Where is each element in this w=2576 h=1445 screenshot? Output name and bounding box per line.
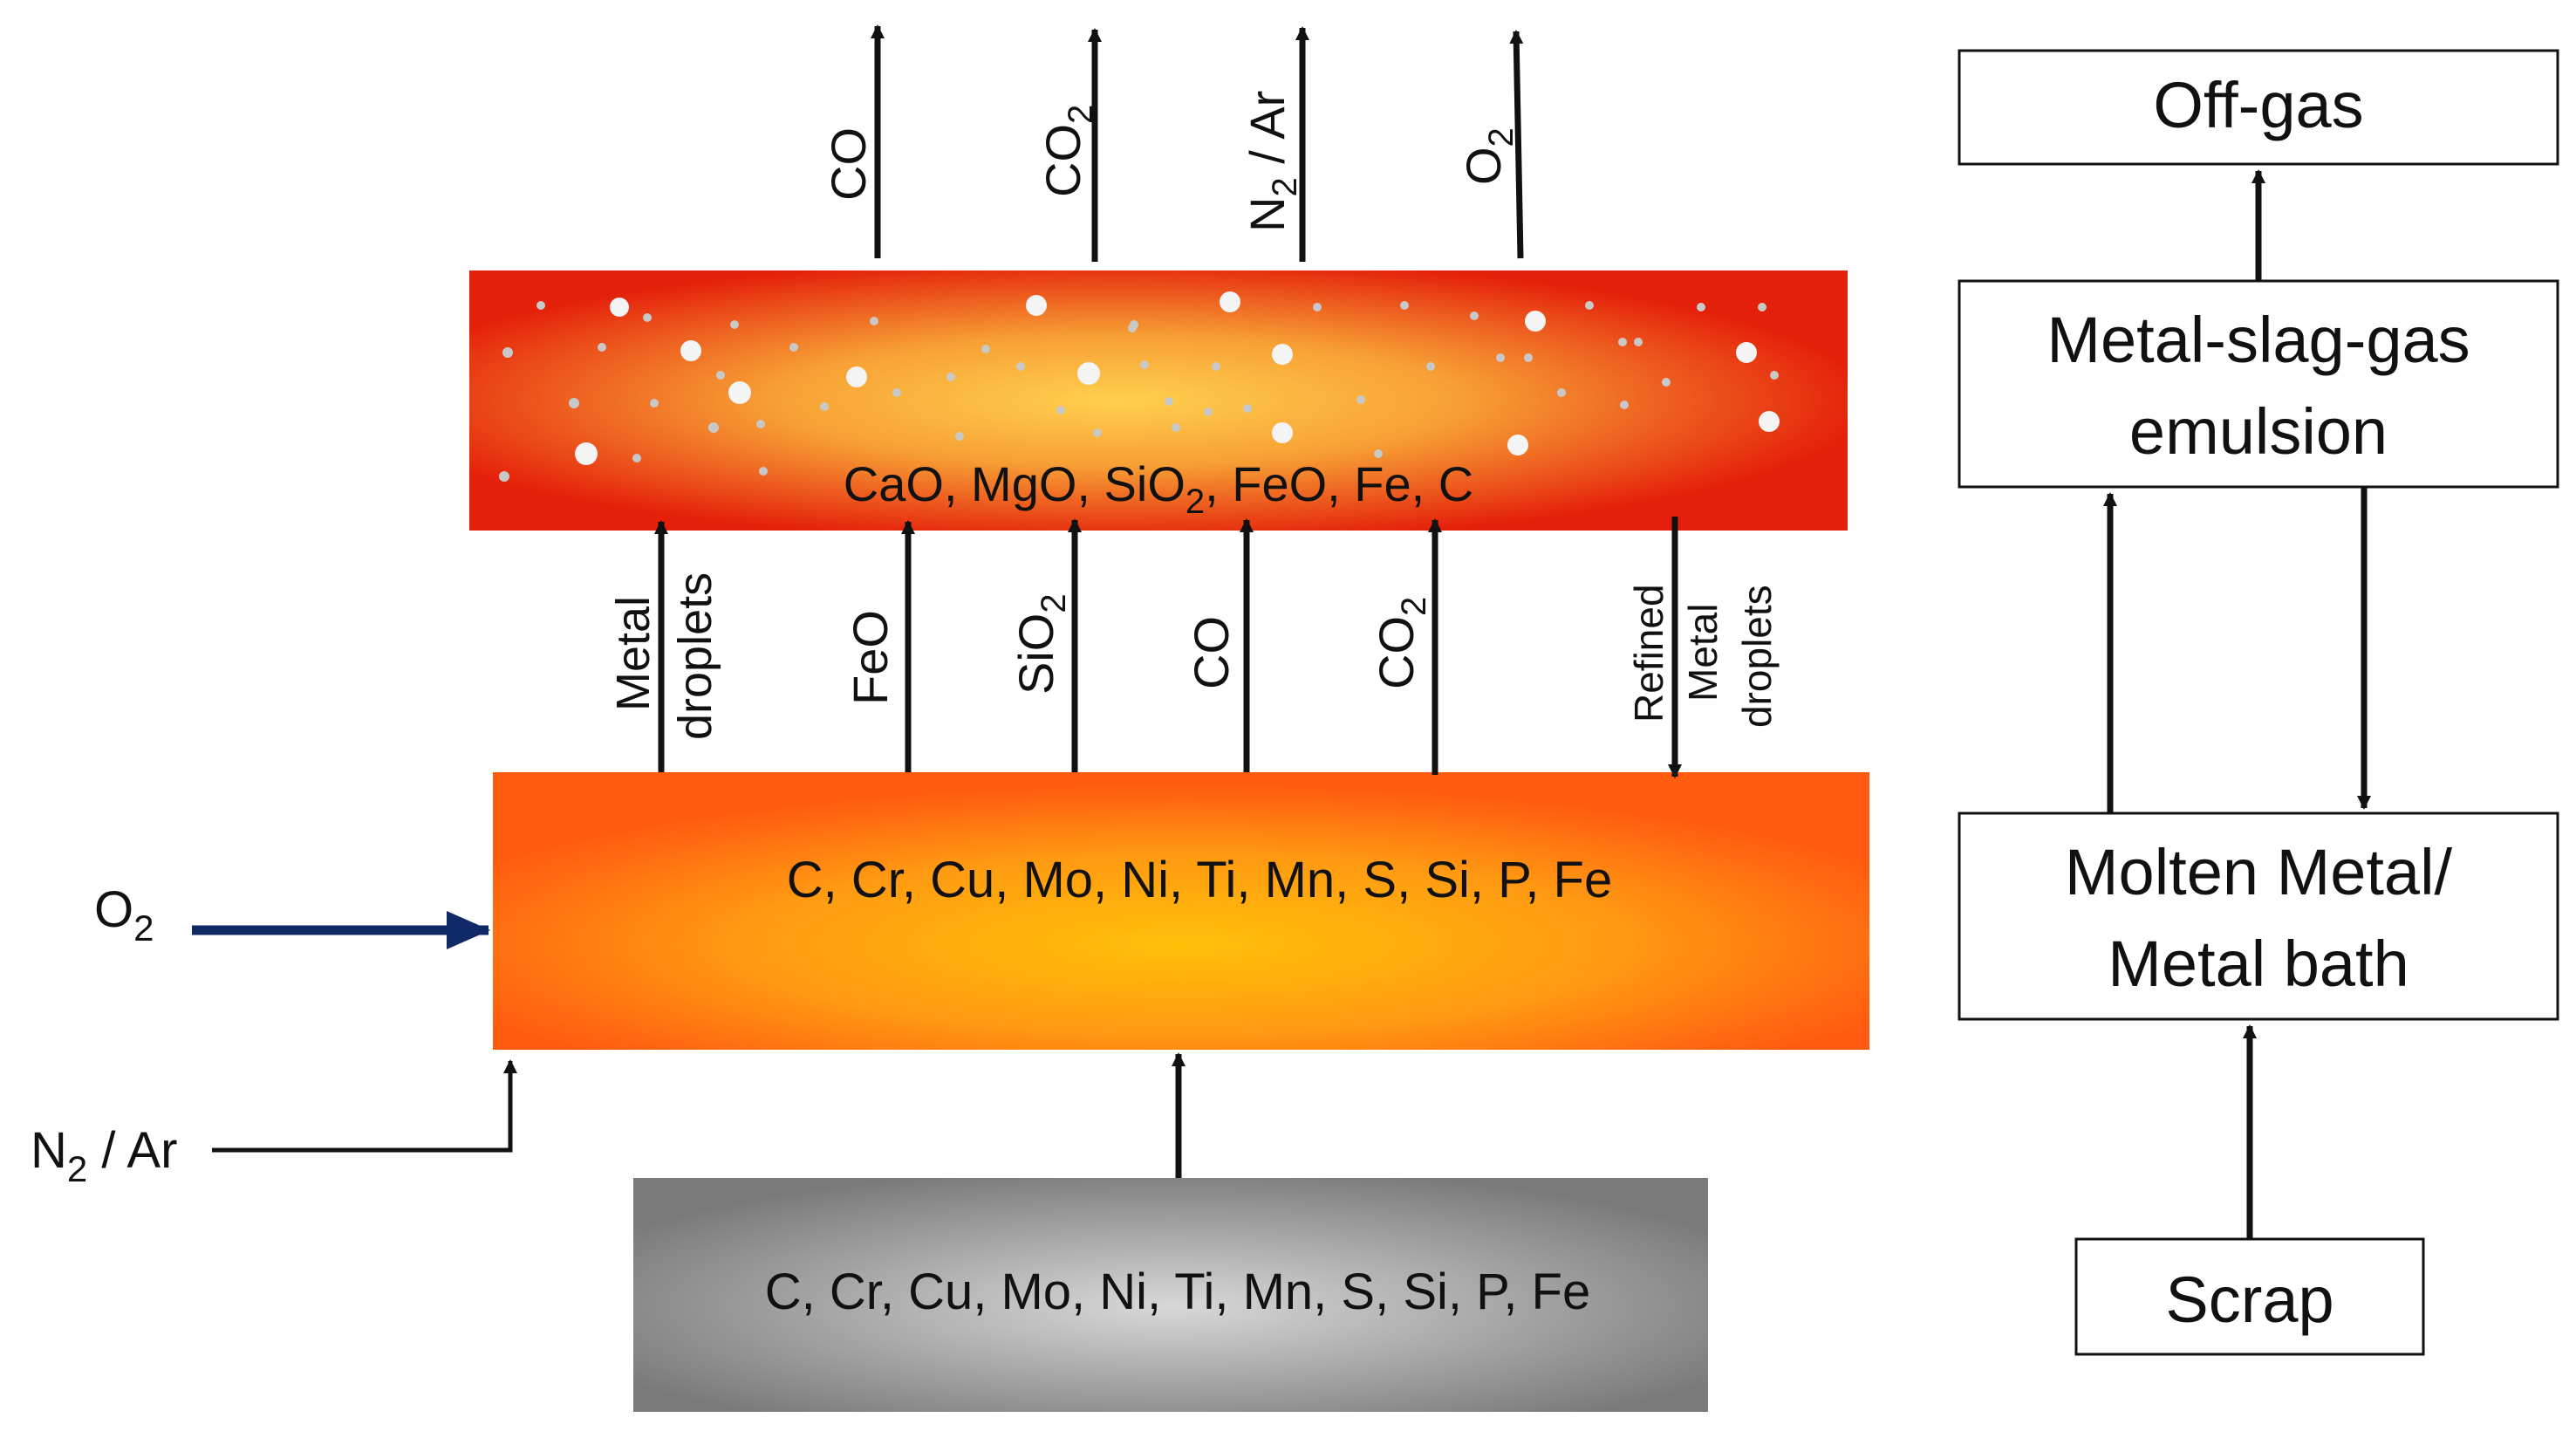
gas-bubble	[1056, 406, 1065, 414]
flow-scrap-label: Scrap	[2165, 1264, 2333, 1336]
gas-bubble	[499, 471, 509, 482]
gas-bubble	[1507, 435, 1528, 455]
transfer-refined-label-line3: droplets	[1734, 585, 1780, 728]
gas-bubble	[716, 371, 725, 380]
transfer-metal-label-line2: droplets	[669, 572, 721, 740]
gas-bubble	[946, 373, 955, 381]
gas-bubble	[575, 442, 598, 465]
flow-bath-box	[1958, 812, 2559, 1021]
gas-bubble	[502, 347, 513, 358]
stirring-gas-arrow	[212, 1059, 517, 1153]
gas-bubble	[1204, 407, 1213, 416]
gas-bubble	[1620, 401, 1629, 409]
gas-bubble	[708, 422, 719, 433]
gas-bubble	[1758, 303, 1766, 312]
gas-bubble	[1356, 395, 1365, 404]
transfer-co-label: CO	[1184, 616, 1239, 689]
gas-bubble	[789, 343, 798, 352]
gas-bubble	[1585, 301, 1594, 310]
flow-emulsion-label-line1: Metal-slag-gas	[2046, 304, 2470, 376]
offgas-co2-label: CO2	[1035, 105, 1100, 197]
gas-bubble	[1016, 362, 1025, 371]
gas-bubble	[1220, 291, 1240, 312]
gas-bubble	[759, 467, 768, 476]
gas-bubble	[981, 345, 990, 353]
scrap-composition-label: C, Cr, Cu, Mo, Ni, Ti, Mn, S, Si, P, Fe	[765, 1264, 1591, 1320]
offgas-co-label: CO	[821, 127, 876, 201]
gas-bubble	[1557, 388, 1566, 397]
gas-bubble	[730, 320, 739, 329]
slag-emulsion-layer	[469, 271, 1848, 531]
flow-emulsion-label-line2: emulsion	[2129, 395, 2388, 468]
flow-bath-label-line2: Metal bath	[2108, 928, 2409, 1000]
gas-bubble	[1525, 311, 1546, 332]
gas-bubble	[1697, 303, 1705, 312]
stirring-gas-label: N2 / Ar	[31, 1122, 177, 1189]
gas-bubble	[1374, 449, 1383, 458]
gas-bubble	[1172, 423, 1180, 432]
gas-bubble	[1759, 411, 1780, 432]
gas-bubble	[1077, 362, 1100, 385]
gas-bubble	[1524, 353, 1533, 362]
gas-bubble	[1496, 353, 1505, 362]
flow-bath-label-line1: Molten Metal/	[2065, 836, 2453, 908]
gas-bubble	[1736, 342, 1757, 363]
gas-bubble	[536, 301, 545, 310]
gas-bubble	[1634, 338, 1643, 346]
gas-bubble	[610, 298, 629, 317]
gas-bubble	[1400, 301, 1409, 310]
flow-emulsion-box	[1958, 279, 2559, 489]
bath-composition-label: C, Cr, Cu, Mo, Ni, Ti, Mn, S, Si, P, Fe	[787, 852, 1613, 908]
gas-bubble	[756, 420, 765, 428]
transfer-feo-label: FeO	[843, 610, 898, 705]
offgas-o2-arrow	[1509, 30, 1524, 259]
gas-bubble	[680, 340, 701, 361]
gas-bubble	[1243, 404, 1252, 413]
offgas-n2-ar-label: N2 / Ar	[1240, 91, 1304, 232]
transfer-refined-label-line1: Refined	[1626, 584, 1671, 722]
gas-bubble	[1272, 422, 1293, 443]
transfer-sio2-label: SiO2	[1008, 593, 1073, 695]
gas-bubble	[1662, 378, 1671, 387]
gas-bubble	[1426, 362, 1435, 371]
gas-bubble	[892, 388, 901, 397]
gas-bubble	[1093, 428, 1102, 437]
gas-bubble	[1212, 362, 1220, 371]
flow-offgas-box	[1958, 49, 2559, 166]
gas-bubble	[1165, 397, 1173, 406]
gas-bubble	[643, 313, 652, 322]
transfer-co2-label: CO2	[1369, 597, 1433, 689]
gas-bubble	[820, 402, 829, 411]
flow-scrap-box	[2074, 1237, 2425, 1356]
gas-bubble	[1026, 295, 1047, 316]
gas-bubble	[1140, 360, 1149, 369]
gas-bubble	[870, 317, 878, 325]
offgas-o2-label: O2	[1456, 127, 1520, 185]
gas-bubble	[1272, 344, 1293, 365]
scrap-layer	[633, 1178, 1708, 1412]
flow-offgas-label: Off-gas	[2153, 69, 2363, 141]
gas-bubble	[1770, 371, 1779, 380]
oxygen-input-label: O2	[94, 881, 154, 948]
gas-bubble	[846, 366, 867, 387]
gas-bubble	[1618, 338, 1627, 346]
gas-bubble	[728, 381, 751, 404]
gas-bubble	[1313, 303, 1322, 312]
gas-bubbles	[499, 291, 1780, 482]
transfer-metal-label-line1: Metal	[607, 596, 659, 711]
gas-bubble	[598, 343, 606, 352]
gas-bubble	[955, 432, 964, 441]
gas-bubble	[632, 454, 641, 462]
metal-bath-layer	[493, 772, 1869, 1050]
gas-bubble	[1470, 312, 1479, 320]
gas-bubble	[1128, 324, 1137, 332]
gas-bubble	[650, 399, 659, 407]
transfer-refined-label-line2: Metal	[1680, 604, 1725, 702]
emulsion-composition-label: CaO, MgO, SiO2, FeO, Fe, C	[844, 456, 1473, 521]
gas-bubble	[569, 398, 579, 408]
